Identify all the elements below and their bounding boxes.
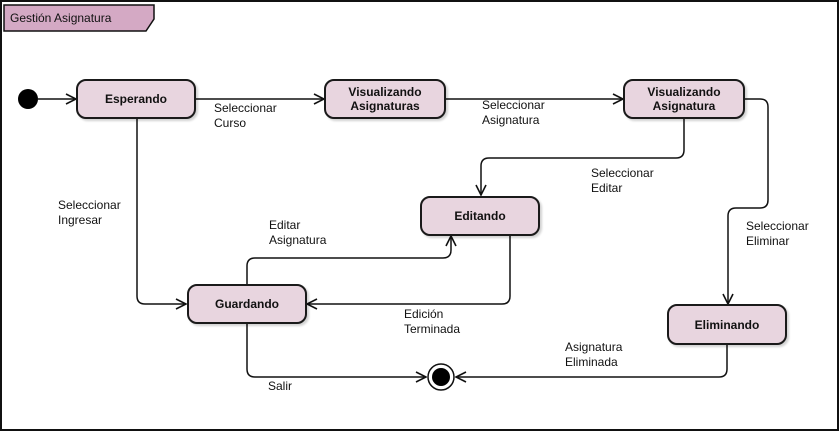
state-esperando: Esperando <box>76 79 196 119</box>
state-esperando-label: Esperando <box>104 92 167 106</box>
edge-salir <box>246 324 426 377</box>
edge-editar-asignatura <box>246 236 451 284</box>
initial-node <box>18 89 38 109</box>
diagram-title: Gestión Asignatura <box>10 11 112 25</box>
state-editando: Editando <box>420 196 540 236</box>
label-salir: Salir <box>268 379 293 393</box>
edge-seleccionar-eliminar <box>728 98 769 304</box>
state-editando-label: Editando <box>454 209 506 223</box>
label-edicion-terminada: Edición Terminada <box>404 307 461 336</box>
label-seleccionar-asignatura: Seleccionar Asignatura <box>482 98 545 127</box>
state-visualizando-asignatura: Visualizando Asignatura <box>623 79 745 119</box>
state-visualizando-asignatura-label: Visualizando Asignatura <box>647 85 721 113</box>
label-editar-asignatura: Editar Asignatura <box>269 218 327 247</box>
state-guardando: Guardando <box>187 284 307 324</box>
edge-seleccionar-ingresar <box>136 119 186 304</box>
state-eliminando-label: Eliminando <box>694 317 760 332</box>
label-seleccionar-eliminar: Seleccionar Eliminar <box>746 219 809 248</box>
state-visualizando-asignaturas-label: Visualizando Asignaturas <box>348 85 422 113</box>
label-seleccionar-ingresar: Seleccionar Ingresar <box>58 198 121 227</box>
edge-asignatura-eliminada <box>456 345 728 377</box>
label-seleccionar-editar: Seleccionar Editar <box>591 166 654 195</box>
title-tab <box>3 4 155 32</box>
state-eliminando: Eliminando <box>667 304 787 345</box>
edge-seleccionar-editar <box>481 119 685 195</box>
state-visualizando-asignaturas: Visualizando Asignaturas <box>324 79 446 119</box>
label-seleccionar-curso: Seleccionar Curso <box>214 101 277 130</box>
final-node <box>432 368 450 386</box>
edge-edicion-terminada <box>307 236 511 304</box>
label-asignatura-eliminada: Asignatura Eliminada <box>565 340 623 369</box>
state-guardando-label: Guardando <box>214 297 279 311</box>
